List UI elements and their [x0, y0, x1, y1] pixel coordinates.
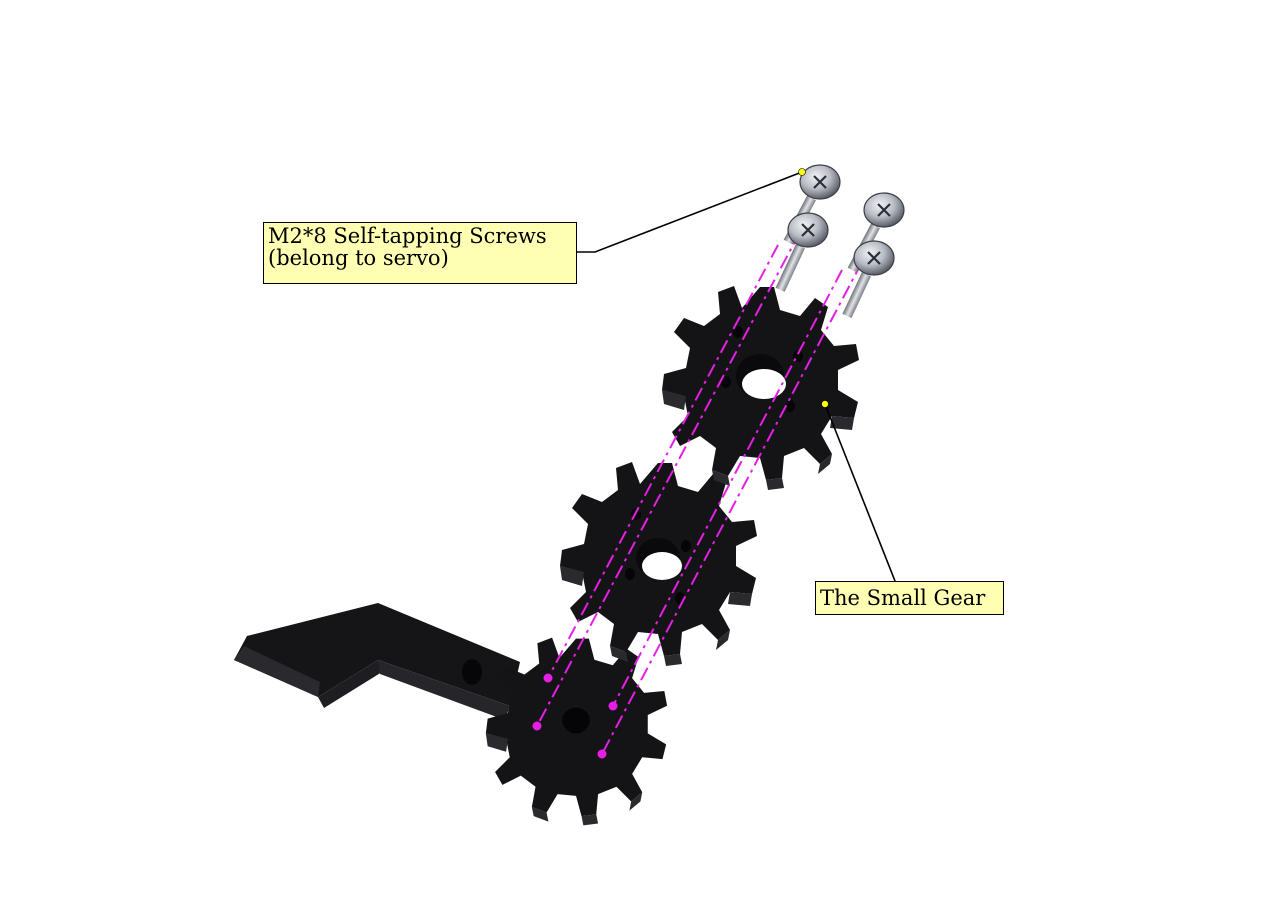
screw-icon [842, 240, 895, 319]
hole-markers [532, 673, 618, 759]
leader-dot [821, 400, 829, 408]
screw-icon [775, 212, 829, 292]
gear-icon [485, 637, 668, 826]
assembly-axis-lines [536, 231, 863, 755]
leader-dot [798, 168, 806, 176]
gear-callout: The Small Gear [815, 581, 1004, 615]
gear-icon [662, 286, 859, 490]
arm-bracket-icon [234, 603, 520, 720]
gear-icon [560, 462, 757, 666]
gear-callout-label: The Small Gear [820, 586, 986, 610]
screws-callout: M2*8 Self-tapping Screws (belong to serv… [263, 222, 577, 284]
screws-callout-line2: (belong to servo) [268, 246, 449, 270]
screws-callout-line1: M2*8 Self-tapping Screws [268, 224, 547, 248]
leader-lines [577, 171, 896, 582]
